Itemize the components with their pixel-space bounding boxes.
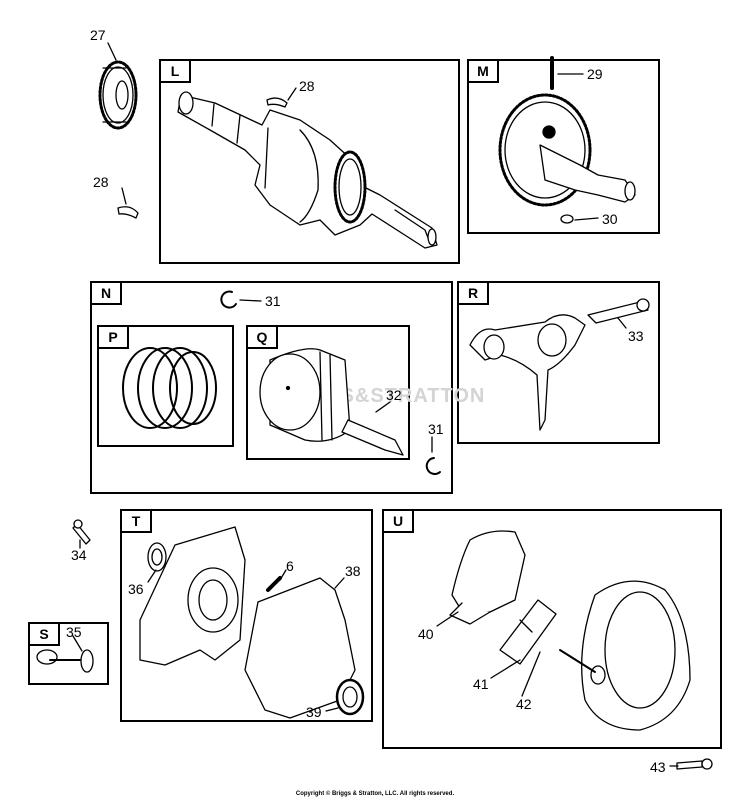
woodruff-key-loose-part <box>117 206 139 219</box>
frame-M: M <box>467 59 660 234</box>
frame-label-P: P <box>99 327 129 349</box>
callout-32: 32 <box>386 387 402 403</box>
starter-housing-part <box>559 580 691 731</box>
callout-6: 6 <box>286 558 294 574</box>
oil-plug-part <box>36 649 94 673</box>
callout-28: 28 <box>299 78 315 94</box>
callout-31-lower: 31 <box>428 421 444 437</box>
frame-label-Q: Q <box>248 327 278 349</box>
callout-41: 41 <box>473 676 489 692</box>
callout-39: 39 <box>306 704 322 720</box>
callout-28-loose: 28 <box>93 174 109 190</box>
copyright-notice: Copyright © Briggs & Stratton, LLC. All … <box>295 791 455 797</box>
callout-30: 30 <box>602 211 618 227</box>
piston-pin-clip-lower-part <box>425 457 441 475</box>
frame-label-L: L <box>161 61 191 83</box>
frame-Q: Q <box>246 325 410 460</box>
connecting-rod-part <box>469 298 650 431</box>
frame-label-M: M <box>469 61 499 83</box>
callout-40: 40 <box>418 626 434 642</box>
callout-38: 38 <box>345 563 361 579</box>
frame-P: P <box>97 325 234 447</box>
callout-36: 36 <box>128 581 144 597</box>
piston-part <box>259 348 404 456</box>
crankcase-bolt-part <box>72 519 91 545</box>
woodruff-key-part <box>266 97 288 108</box>
callout-42: 42 <box>516 696 532 712</box>
frame-L: L <box>159 59 460 264</box>
frame-label-U: U <box>384 511 414 533</box>
frame-U: U <box>382 509 722 749</box>
frame-T: T <box>120 509 373 722</box>
frame-label-T: T <box>122 511 152 533</box>
timing-gear-part <box>98 60 138 130</box>
frame-R: R <box>457 281 660 444</box>
crankcase-cover-part <box>139 526 282 666</box>
callout-27: 27 <box>90 27 106 43</box>
piston-pin-clip-part <box>220 290 237 309</box>
callout-43: 43 <box>650 759 666 775</box>
leader-lines <box>72 42 679 767</box>
frame-label-N: N <box>92 283 122 305</box>
starter-handle-part <box>499 599 557 665</box>
crankshaft-part <box>177 91 438 249</box>
starter-bolt-part <box>676 758 713 770</box>
callout-31: 31 <box>265 293 281 309</box>
frame-S: S <box>28 622 109 685</box>
frame-label-S: S <box>30 624 60 646</box>
piston-rings-part <box>122 347 217 429</box>
camshaft-gear-part <box>498 56 636 224</box>
callout-29: 29 <box>587 66 603 82</box>
oil-seal-part <box>335 678 365 716</box>
callout-33: 33 <box>628 328 644 344</box>
callout-34: 34 <box>71 547 87 563</box>
piston-pin-part <box>341 419 404 456</box>
frame-label-R: R <box>459 283 489 305</box>
callout-35: 35 <box>66 624 82 640</box>
starter-pulley-part <box>449 530 526 625</box>
frame-N: N <box>90 281 453 494</box>
